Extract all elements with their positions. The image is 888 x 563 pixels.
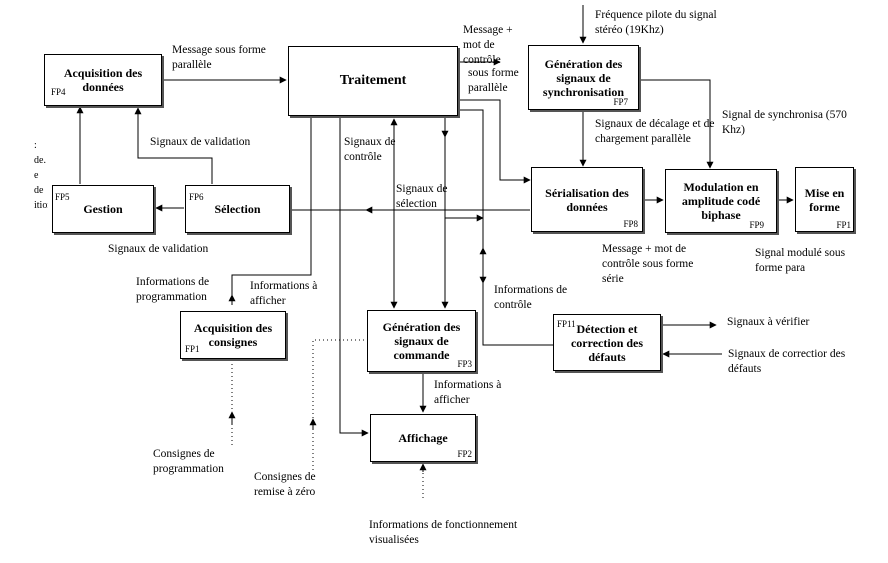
box-fp6-selection[interactable]: Sélection FP6: [185, 185, 290, 233]
label-infos-controle: Informations de contrôle: [494, 284, 568, 311]
arrow-fp7-fp9: [640, 79, 714, 169]
label-infos-fonctionnement: Informations de fonctionnement visualisé…: [369, 519, 518, 546]
label-infos-afficher-2: Informations à afficher: [434, 379, 502, 406]
label-left-cut: : de. e de ition: [34, 140, 48, 211]
box-tag: FP1: [185, 344, 200, 354]
label-signaux-correction: Signaux de correctior des défauts: [728, 348, 846, 375]
box-title: Mise en forme: [804, 185, 845, 214]
box-title: Traitement: [339, 73, 407, 88]
label-consignes-raz: Consignes de remise à zéro: [254, 471, 316, 498]
box-tag: FP2: [457, 449, 472, 459]
box-traitement[interactable]: Traitement: [288, 46, 458, 116]
label-infos-programmation: Informations de programmation: [136, 276, 210, 303]
box-title: Génération des signaux de synchronisatio…: [542, 56, 625, 99]
box-fp9-modulation[interactable]: Modulation en amplitude codé biphase FP9: [665, 169, 777, 233]
label-consignes-prog: Consignes de programmation: [153, 448, 224, 475]
arrow-consignes-raz: [312, 339, 372, 470]
label-msg-parallele: Message sous forme parallèle: [172, 44, 266, 71]
box-tag: FP3: [457, 359, 472, 369]
label-signaux-selection: Signaux de sélection: [396, 183, 448, 210]
box-title: Sélection: [214, 202, 261, 216]
label-signaux-decalage: Signaux de décalage et de chargement par…: [595, 118, 715, 145]
box-tag: FP5: [55, 192, 70, 202]
box-tag: FP11: [557, 319, 576, 329]
label-signal-module: Signal modulé sous forme para: [755, 247, 846, 274]
box-tag: FP9: [749, 220, 764, 230]
box-fp10-mise-en-forme[interactable]: Mise en forme FP1: [795, 167, 854, 232]
box-tag: FP1: [836, 220, 851, 230]
line-traitement-fp1: [231, 117, 312, 300]
box-fp11-detection-correction[interactable]: Détection et correction des défauts FP11: [553, 314, 661, 371]
label-msg-mot-controle: Message + mot de contrôle: [463, 24, 513, 66]
box-title: Génération des signaux de commande: [382, 320, 461, 362]
box-title: Sérialisation des données: [545, 185, 629, 214]
box-fp3-generation-commande[interactable]: Génération des signaux de commande FP3: [367, 310, 476, 372]
label-msg-serie: Message + mot de contrôle sous forme sér…: [602, 243, 694, 285]
box-fp5-gestion[interactable]: Gestion FP5: [52, 185, 154, 233]
label-signaux-validation-bottom: Signaux de validation: [108, 243, 209, 255]
box-fp7-generation-synchro[interactable]: Génération des signaux de synchronisatio…: [528, 45, 639, 110]
arrow-traitement-fp8: [459, 99, 531, 184]
label-freq-pilote: Fréquence pilote du signal stéréo (19Khz…: [595, 9, 717, 36]
box-title: Acquisition des consignes: [193, 321, 273, 349]
box-tag: FP7: [613, 97, 628, 107]
arrow-fp6-fp4: [134, 107, 213, 184]
label-signaux-verifier: Signaux à vérifier: [727, 316, 810, 328]
line-traitement-fp11: [459, 109, 553, 346]
box-tag: FP4: [51, 87, 66, 97]
label-signaux-controle: Signaux de contrôle: [344, 136, 396, 163]
box-title: Affichage: [398, 431, 448, 445]
box-title: Détection et correction des défauts: [570, 321, 644, 364]
box-tag: FP8: [623, 219, 638, 229]
box-tag: FP6: [189, 192, 204, 202]
box-fp4-acquisition-donnees[interactable]: Acquisition des données FP4: [44, 54, 162, 106]
box-title: Modulation en amplitude codé biphase: [681, 180, 761, 222]
box-title: Gestion: [83, 202, 123, 216]
label-infos-afficher-1: Informations à afficher: [250, 280, 318, 307]
label-sous-forme-parallele: sous forme parallèle: [468, 67, 519, 94]
box-fp2-affichage[interactable]: Affichage FP2: [370, 414, 476, 462]
arrow-traitement-affichage: [339, 117, 369, 437]
box-fp1-acquisition-consignes[interactable]: Acquisition des consignes FP1: [180, 311, 286, 359]
label-signal-synchro: Signal de synchronisa (570 Khz): [722, 109, 847, 136]
box-title: Acquisition des données: [63, 66, 143, 94]
box-fp8-serialisation[interactable]: Sérialisation des données FP8: [531, 167, 643, 232]
label-signaux-validation-top: Signaux de validation: [150, 136, 251, 148]
